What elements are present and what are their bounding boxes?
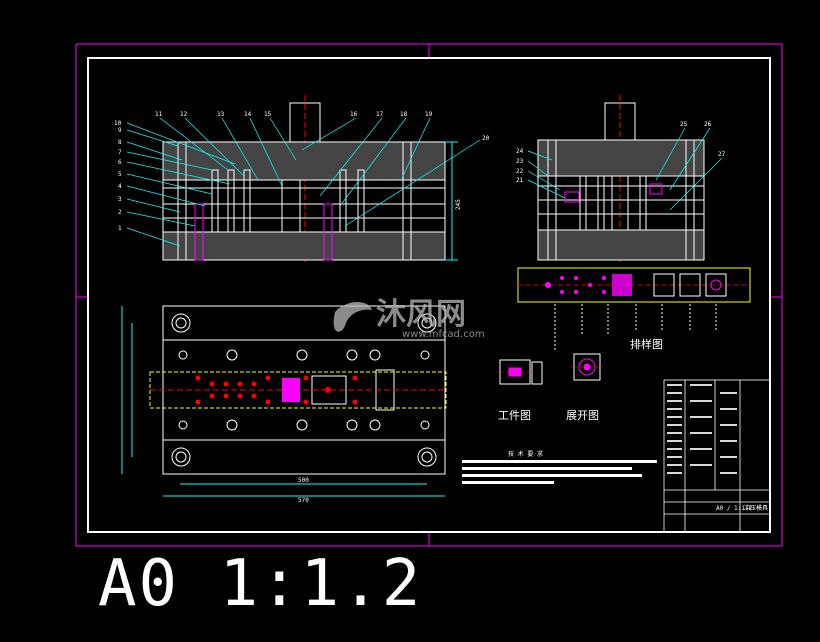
watermark: 沐风网 www.mfcad.com	[333, 297, 485, 340]
strip-layout-label: 排样图	[630, 337, 663, 351]
title-block-rows	[667, 384, 737, 474]
plan-width-inner-dimension: 500	[298, 477, 309, 484]
side-callout-leaders	[527, 127, 723, 211]
callout-22: 22	[516, 168, 524, 175]
plan-width-outer-dimension: 570	[298, 497, 309, 504]
title-block-part-name: 冲压模具	[744, 504, 768, 512]
callout-7: 7	[118, 149, 122, 156]
tech-requirements-title: 技 术 要 求	[508, 450, 543, 458]
callout-23: 23	[516, 158, 524, 165]
callout-5: 5	[118, 171, 122, 178]
callout-26: 26	[704, 121, 712, 128]
watermark-logo-icon	[333, 301, 372, 332]
callout-9: 9	[118, 127, 122, 134]
callout-27: 27	[718, 151, 726, 158]
front-callout-leaders	[126, 117, 481, 247]
callout-12: 12	[180, 111, 188, 118]
title-block	[663, 379, 771, 533]
unfold-view	[570, 353, 604, 381]
callout-19: 19	[425, 111, 433, 118]
drawing-frame	[87, 57, 771, 533]
plan-punch-holes	[195, 375, 358, 405]
callout-1: 1	[118, 225, 122, 232]
callout-17: 17	[376, 111, 384, 118]
watermark-brand: 沐风网	[376, 297, 466, 332]
title-block-drawing-no: A0 / 1:1.2	[716, 505, 753, 512]
plan-main-punch	[282, 378, 300, 402]
scale-label: A0 1:1.2	[98, 547, 423, 621]
callout-24: 24	[516, 148, 524, 155]
tech-requirements-lines	[462, 460, 657, 484]
callout-11: 11	[155, 111, 163, 118]
callout-3: 3	[118, 196, 122, 203]
callout-15: 15	[264, 111, 272, 118]
callout-10: 10	[114, 120, 122, 127]
callout-4: 4	[118, 183, 122, 190]
workpiece-view	[496, 359, 543, 385]
callout-18: 18	[400, 111, 408, 118]
front-callout-labels: 1 2 3 4 5 6 7 8 9 10 11 12 13 14 15 16 1…	[114, 111, 490, 232]
sheet-outer-border	[75, 43, 783, 547]
side-height-dimension: 245	[455, 199, 462, 210]
callout-8: 8	[118, 139, 122, 146]
callout-21: 21	[516, 177, 524, 184]
watermark-url: www.mfcad.com	[402, 329, 485, 340]
callout-16: 16	[350, 111, 358, 118]
callout-2: 2	[118, 209, 122, 216]
workpiece-label: 工件图	[498, 409, 531, 422]
callout-25: 25	[680, 121, 688, 128]
callout-14: 14	[244, 111, 252, 118]
strip-layout-view	[517, 267, 751, 352]
side-callout-labels: 21 22 23 24 25 26 27	[516, 121, 726, 184]
side-section-view	[537, 95, 705, 262]
callout-20: 20	[482, 135, 490, 142]
callout-6: 6	[118, 159, 122, 166]
callout-13: 13	[217, 111, 225, 118]
unfold-label: 展开图	[566, 409, 599, 422]
plan-view	[121, 305, 447, 497]
front-section-view	[162, 95, 458, 262]
